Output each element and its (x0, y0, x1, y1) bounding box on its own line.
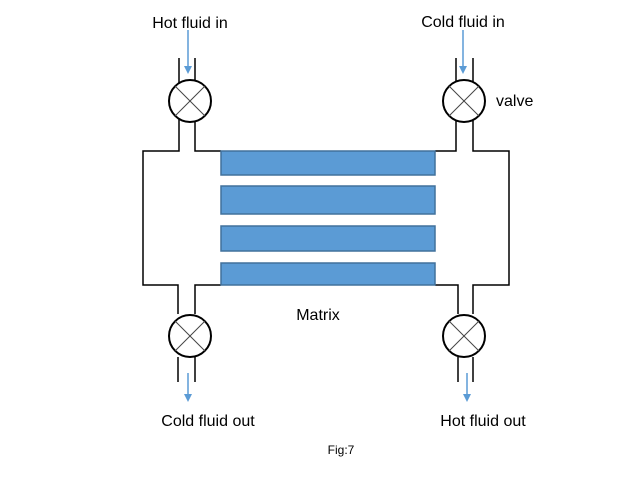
matrix-plate (220, 150, 436, 176)
matrix (220, 150, 436, 286)
cold-fluid-out-label: Cold fluid out (161, 413, 255, 430)
matrix-label: Matrix (296, 307, 340, 324)
valve-icon (168, 79, 212, 123)
hot-fluid-in-label: Hot fluid in (152, 15, 228, 32)
valve-icon (442, 314, 486, 358)
hot-fluid-out-label: Hot fluid out (440, 413, 526, 430)
matrix-plate (220, 225, 436, 252)
valve-icon (442, 79, 486, 123)
cold-fluid-in-label: Cold fluid in (421, 14, 505, 31)
matrix-plate (220, 262, 436, 286)
figure-caption: Fig:7 (328, 443, 355, 457)
valve-icon (168, 314, 212, 358)
valve-label: valve (496, 93, 533, 110)
matrix-plate (220, 185, 436, 215)
